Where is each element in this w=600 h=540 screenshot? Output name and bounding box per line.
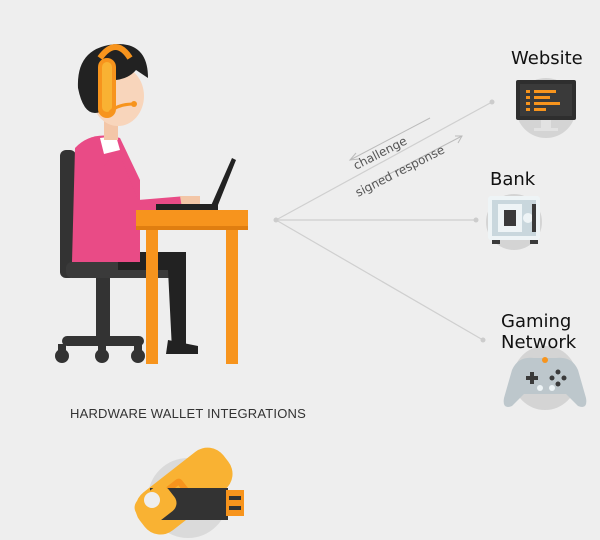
line-to-gaming — [275, 219, 484, 341]
website-dot — [489, 99, 495, 105]
desk — [136, 210, 248, 364]
gaming-label-line2: Network — [501, 332, 577, 353]
person-at-laptop-icon — [55, 44, 236, 363]
monitor-icon — [516, 78, 576, 138]
bank-vault-icon — [486, 194, 542, 250]
challenge-arrow — [348, 117, 431, 161]
signed-response-arrow — [371, 135, 463, 184]
bank-dot — [473, 217, 479, 223]
gaming-dot — [480, 337, 486, 343]
hub-dot — [273, 217, 279, 223]
page-caption: HARDWARE WALLET INTEGRATIONS — [70, 406, 307, 421]
website-label: Website — [511, 48, 583, 69]
usb-wallet-icon — [134, 447, 244, 538]
line-to-website — [275, 101, 493, 221]
gamepad-icon — [503, 346, 587, 410]
bank-label: Bank — [490, 169, 536, 190]
gaming-label-line1: Gaming — [501, 311, 572, 332]
connection-lines — [275, 101, 493, 341]
